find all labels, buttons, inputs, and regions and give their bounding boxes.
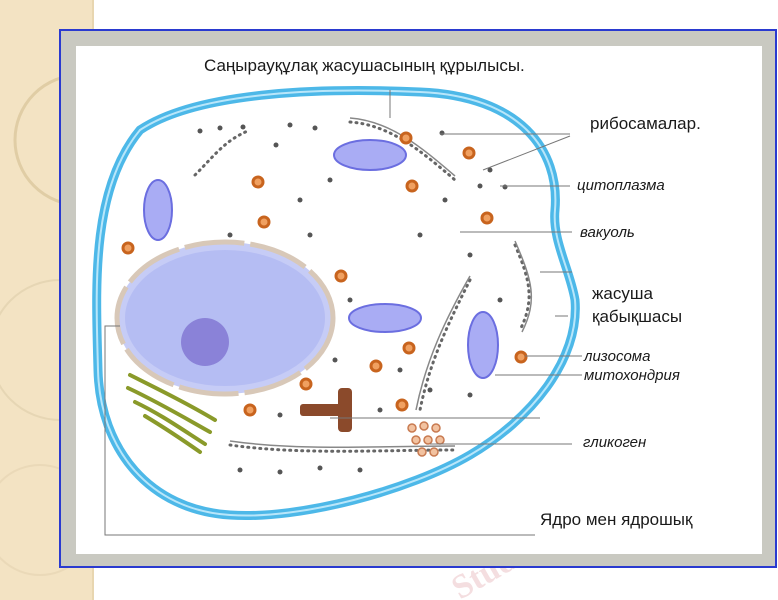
label-cell-membrane-1: жасуша xyxy=(592,284,653,303)
label-cell-membrane-2: қабықшасы xyxy=(592,307,682,326)
mitochondria xyxy=(143,139,499,379)
diagram-title: Саңырауқұлақ жасушасының құрылысы. xyxy=(204,56,525,75)
label-ribosomes: рибосамалар. xyxy=(590,114,701,133)
golgi-apparatus xyxy=(126,373,217,454)
label-lysosome: лизосома xyxy=(583,348,650,365)
label-vacuole: вакуоль xyxy=(580,224,635,241)
endoplasmic-reticulum xyxy=(193,120,531,453)
nucleolus xyxy=(181,318,229,366)
label-mitochondria: митохондрия xyxy=(584,367,680,384)
label-nucleus: Ядро мен ядрошық xyxy=(540,510,693,529)
leader-lines xyxy=(104,90,582,536)
centriole xyxy=(300,388,352,432)
label-glycogen: гликоген xyxy=(583,434,646,451)
label-cytoplasm: цитоплазма xyxy=(577,177,665,194)
lysosomes xyxy=(121,131,528,417)
glycogen xyxy=(407,421,445,457)
nucleus xyxy=(114,239,336,397)
